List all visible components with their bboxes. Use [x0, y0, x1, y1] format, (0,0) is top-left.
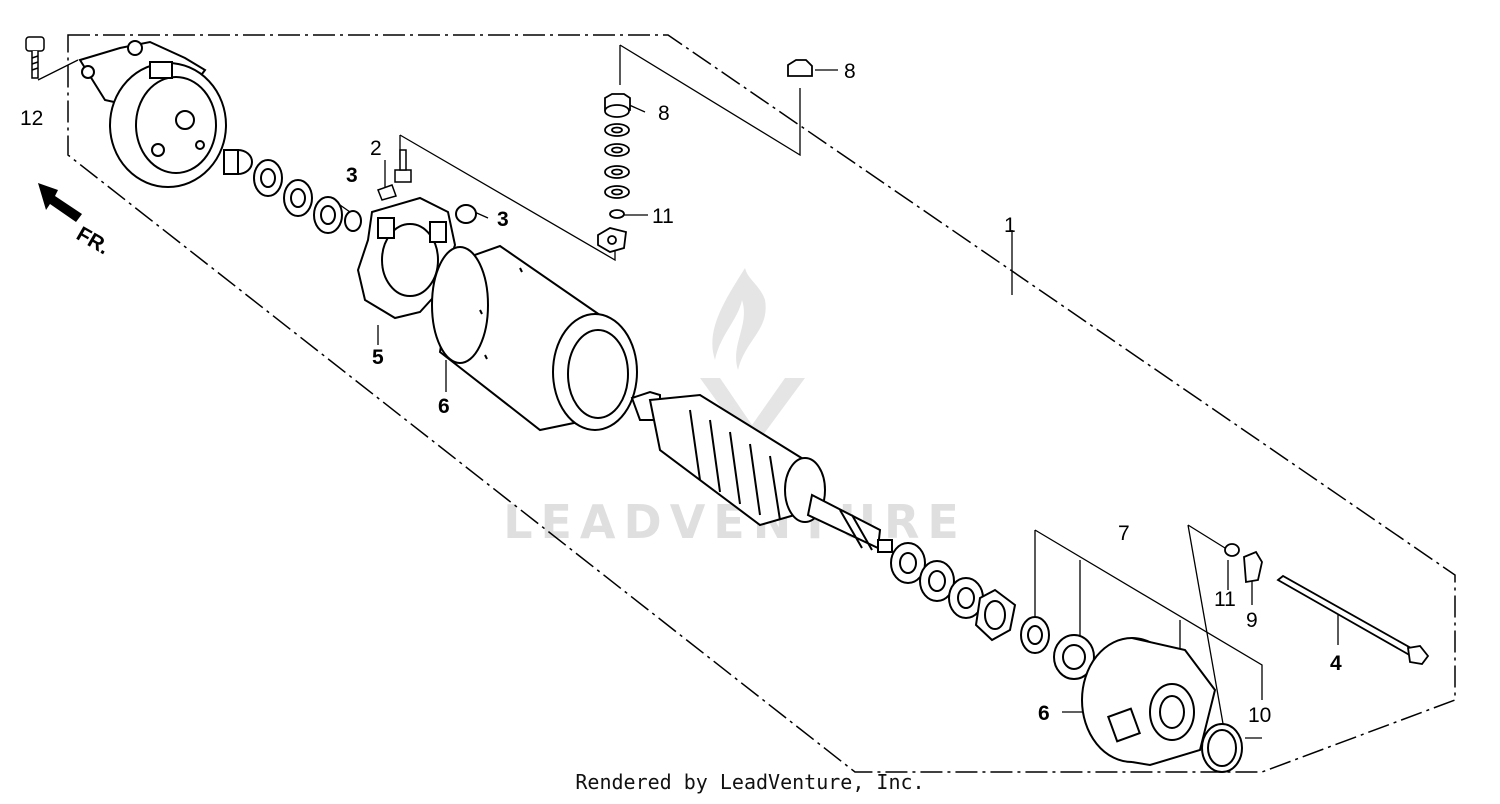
rear-cover — [1081, 637, 1243, 773]
callout-11-rear: 11 — [1214, 588, 1236, 611]
yoke-stator — [431, 244, 638, 432]
callout-3-left: 3 — [346, 164, 358, 187]
callout-7: 7 — [1118, 522, 1130, 545]
armature — [630, 390, 893, 553]
rear-fasteners — [1224, 543, 1430, 665]
callout-12: 12 — [20, 107, 43, 130]
callout-2: 2 — [370, 137, 382, 160]
rear-washers-and-bearings — [890, 542, 1095, 680]
front-cover-housing — [78, 40, 227, 188]
front-bushings-and-washers — [223, 149, 477, 234]
brush-screw-icon — [377, 149, 412, 201]
callout-labels: 12 3 2 3 5 6 8 8 11 1 7 11 9 4 10 6 — [20, 60, 1342, 727]
front-marker-label: FR. — [73, 222, 114, 259]
callout-8-top: 8 — [844, 60, 856, 83]
footer-credit: Rendered by LeadVenture, Inc. — [575, 770, 925, 794]
brush-holder-plate — [356, 196, 457, 320]
callout-9: 9 — [1246, 609, 1258, 632]
callout-4: 4 — [1330, 652, 1342, 675]
flame-logo-icon — [700, 268, 805, 450]
callout-10: 10 — [1248, 704, 1271, 727]
callout-11-stack: 11 — [652, 205, 674, 228]
callout-1: 1 — [1004, 214, 1016, 237]
callout-8-stack: 8 — [658, 102, 670, 125]
front-direction-arrow-icon: FR. — [38, 183, 113, 259]
callout-3-right: 3 — [497, 208, 509, 231]
terminal-nut-washer-stack — [597, 59, 813, 253]
callout-6-yoke: 6 — [438, 395, 450, 418]
bolt-icon — [25, 36, 45, 79]
assembly-boundary — [67, 34, 1456, 773]
callout-5: 5 — [372, 346, 384, 369]
callout-6-rear: 6 — [1038, 702, 1050, 725]
leader-lines — [37, 44, 1339, 739]
